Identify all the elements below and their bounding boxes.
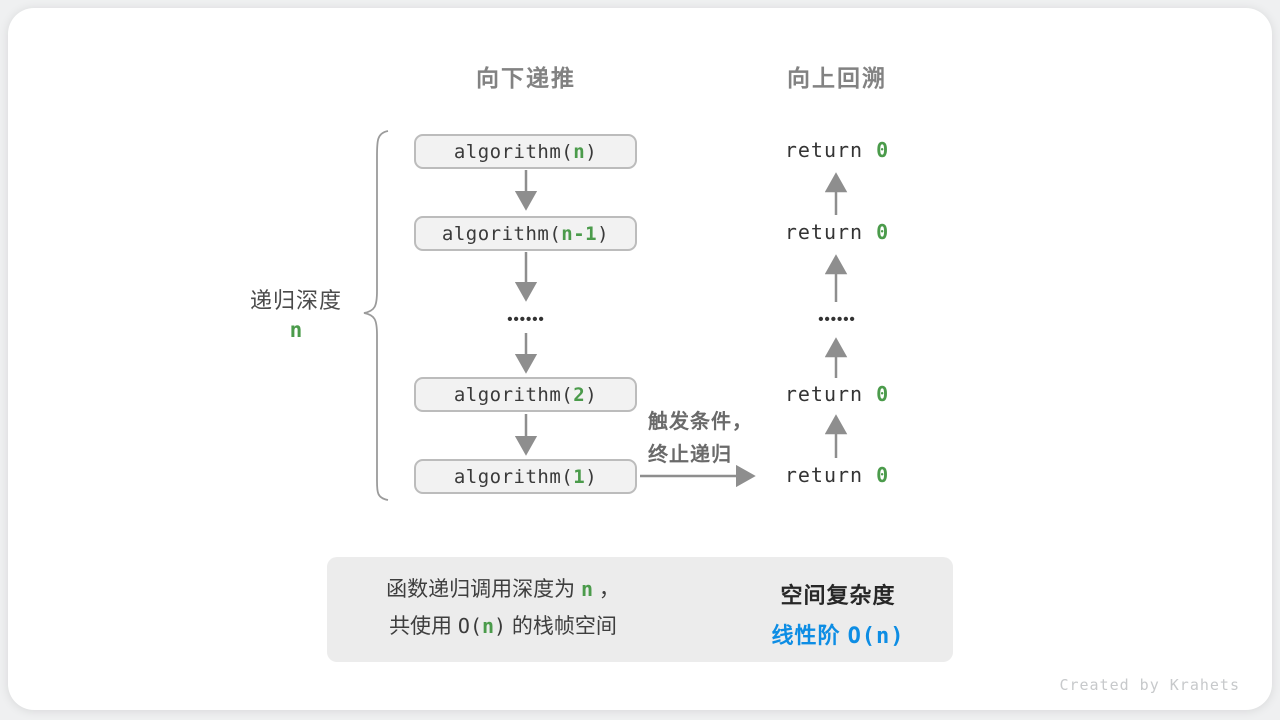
credit-watermark: Created by Krahets [1059,676,1240,694]
return-value: 0 [876,382,890,406]
return-text: return [784,138,877,162]
return-statement-2: return 0 [717,220,957,244]
call-box-algorithm-2: algorithm(2) [414,377,637,412]
space-complexity-title: 空间复杂度 [780,583,896,608]
call-text: algorithm( [453,383,574,406]
header-downward-recursion: 向下递推 [476,65,576,91]
call-text: algorithm( [453,465,574,488]
call-box-algorithm-n: algorithm(n) [414,134,637,169]
return-text: return [784,382,877,406]
summary-text: ， [593,578,620,601]
base-case-note-line2: 终止递归 [648,444,732,466]
summary-code: ) [494,614,507,638]
return-text: return [784,463,877,487]
call-text: ) [597,222,610,245]
recursion-depth-label: 递归深度 [249,288,342,313]
summary-text: 的栈帧空间 [506,615,617,638]
call-text: algorithm( [453,140,574,163]
header-upward-backtracking: 向上回溯 [787,65,887,91]
return-statement-1: return 0 [717,138,957,162]
summary-n-green: n [482,614,495,638]
ellipsis-left: •••••• [507,311,545,328]
call-arg: 1 [573,465,586,488]
summary-text: 共使用 [389,615,458,638]
call-arg: 2 [573,383,586,406]
return-text: return [784,220,877,244]
space-complexity-result: 线性阶 O(n) [728,618,948,650]
recursion-depth-value: n [289,318,303,342]
result-code: O(n) [847,624,905,649]
return-value: 0 [876,138,890,162]
ellipsis-right: •••••• [818,311,856,328]
call-text: ) [585,465,598,488]
summary-code: O( [457,614,482,638]
call-arg: n [573,140,586,163]
return-value: 0 [876,463,890,487]
result-label: 线性阶 [771,623,848,648]
return-value: 0 [876,220,890,244]
summary-n-green: n [580,577,594,601]
call-box-algorithm-n-1: algorithm(n-1) [414,216,637,251]
call-box-algorithm-1: algorithm(1) [414,459,637,494]
return-statement-4: return 0 [717,463,957,487]
summary-box [327,557,953,662]
return-statement-3: return 0 [717,382,957,406]
call-text: algorithm( [441,222,562,245]
base-case-note-line1: 触发条件， [648,411,753,433]
summary-text: 函数递归调用深度为 [386,578,581,601]
call-text: ) [585,383,598,406]
summary-statement: 函数递归调用深度为 n ， 共使用 O(n) 的栈帧空间 [347,571,659,645]
call-arg: n-1 [561,222,598,245]
call-text: ) [585,140,598,163]
